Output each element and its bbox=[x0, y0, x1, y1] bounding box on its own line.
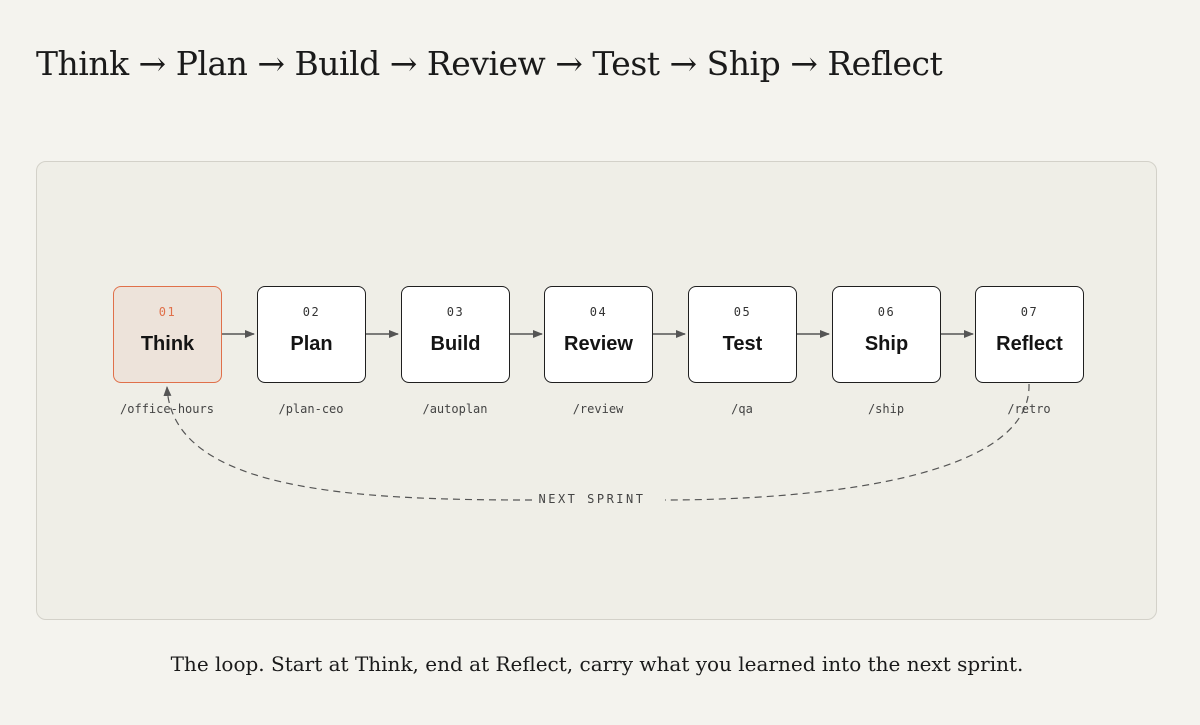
diagram-caption: The loop. Start at Think, end at Reflect… bbox=[170, 652, 1024, 676]
step-think: 01 Think bbox=[113, 286, 222, 383]
command-qa: /qa bbox=[731, 402, 753, 416]
next-sprint-label: NEXT SPRINT bbox=[538, 492, 646, 506]
step-ship: 06 Ship bbox=[832, 286, 941, 383]
command-review: /review bbox=[572, 402, 624, 416]
step-build: 03 Build bbox=[401, 286, 510, 383]
page-title: Think → Plan → Build → Review → Test → S… bbox=[36, 44, 943, 83]
step-reflect: 07 Reflect bbox=[975, 286, 1084, 383]
step-label: Reflect bbox=[996, 333, 1063, 355]
step-test: 05 Test bbox=[688, 286, 797, 383]
step-number: 03 bbox=[446, 305, 465, 319]
step-label: Plan bbox=[290, 333, 333, 355]
step-label: Test bbox=[722, 333, 763, 355]
workflow-diagram: 01 Think 02 Plan 03 Build 04 Review 05 T… bbox=[36, 161, 1157, 620]
step-number: 01 bbox=[158, 305, 177, 319]
loop-arc-right bbox=[664, 383, 1030, 501]
step-number: 05 bbox=[733, 305, 752, 319]
command-office-hours: /office-hours bbox=[120, 402, 214, 416]
step-label: Review bbox=[564, 333, 633, 355]
step-review: 04 Review bbox=[544, 286, 653, 383]
command-ship: /ship bbox=[867, 402, 905, 416]
command-plan-ceo: /plan-ceo bbox=[278, 402, 344, 416]
command-autoplan: /autoplan bbox=[422, 402, 488, 416]
step-number: 06 bbox=[877, 305, 896, 319]
step-label: Think bbox=[140, 333, 195, 355]
command-retro: /retro bbox=[1007, 402, 1051, 416]
step-label: Build bbox=[430, 333, 481, 355]
step-number: 07 bbox=[1020, 305, 1039, 319]
step-label: Ship bbox=[864, 333, 909, 355]
diagram-connectors bbox=[163, 330, 1030, 501]
loop-arc-left bbox=[163, 386, 533, 501]
step-number: 02 bbox=[302, 305, 321, 319]
step-plan: 02 Plan bbox=[257, 286, 366, 383]
step-number: 04 bbox=[589, 305, 608, 319]
